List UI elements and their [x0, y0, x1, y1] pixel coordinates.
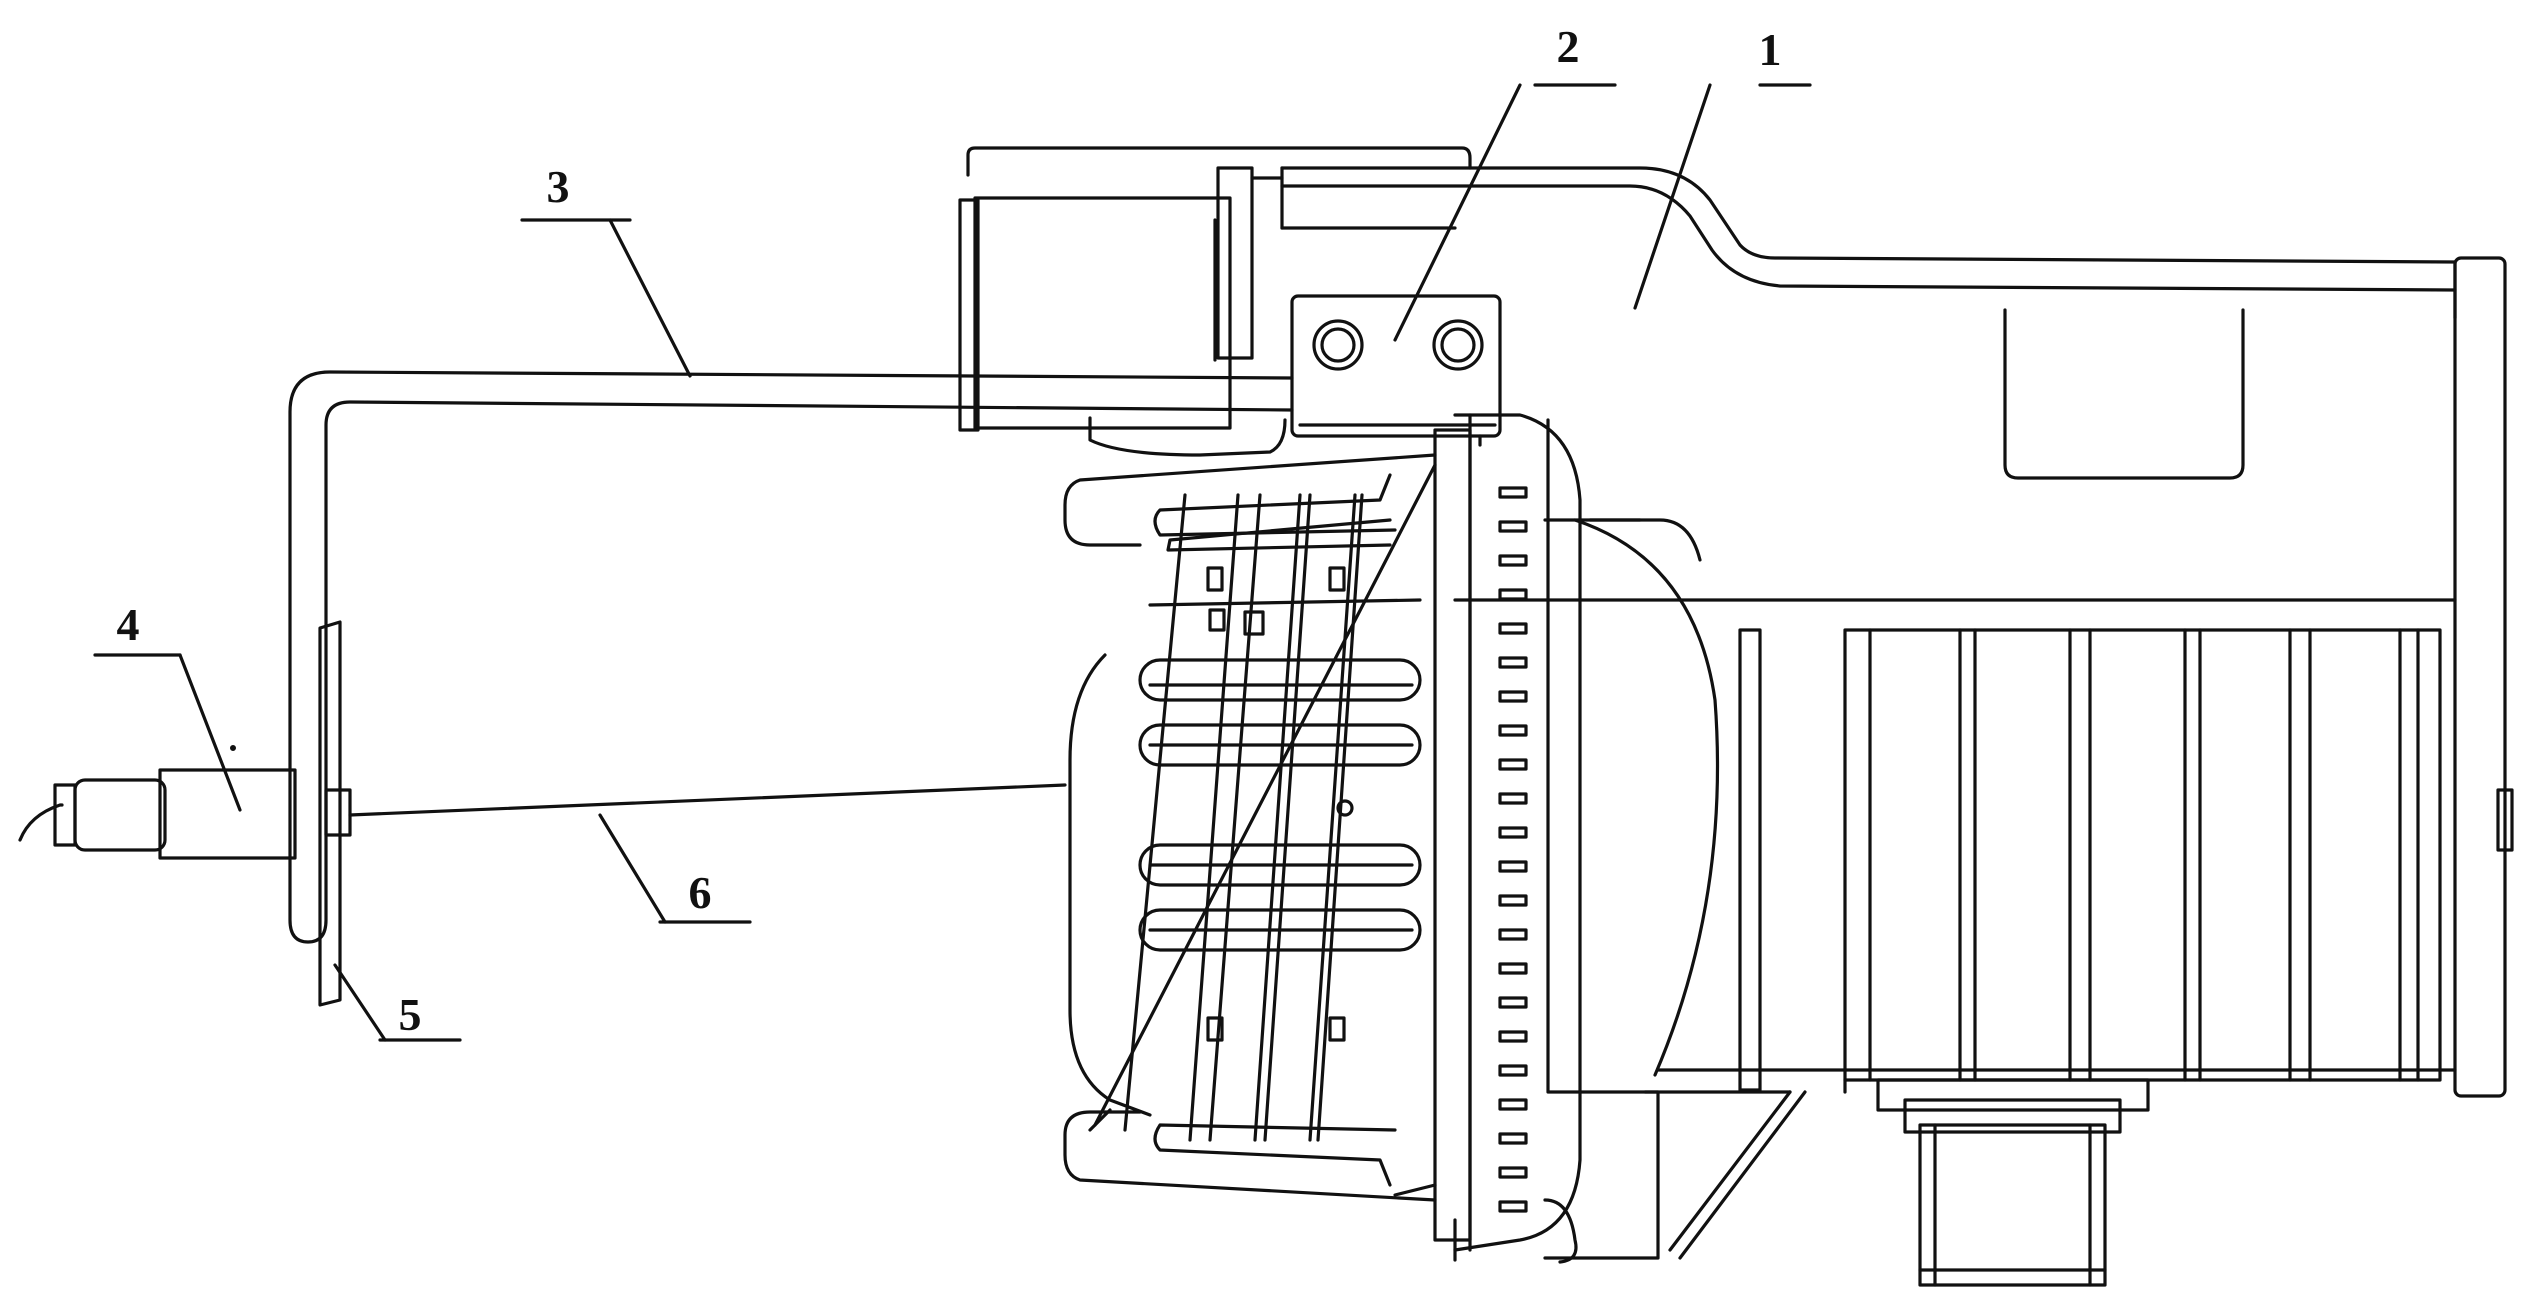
disc-tooth: [1500, 760, 1526, 769]
disc-tooth: [1500, 726, 1526, 735]
disc-tooth: [1500, 998, 1526, 1007]
sensor-assembly: [20, 622, 1065, 1005]
disc-tooth: [1500, 692, 1526, 701]
disc-teeth: [1500, 488, 1526, 1211]
disc-tooth: [1500, 1032, 1526, 1041]
disc-tooth: [1500, 896, 1526, 905]
disc-tooth: [1500, 930, 1526, 939]
callout-3: 3: [547, 161, 570, 212]
callout-labels: 1 2 3 4 5 6: [117, 21, 1782, 1040]
callout-leaders: [95, 85, 1810, 1040]
disc-tooth: [1500, 1202, 1526, 1211]
callout-5: 5: [399, 989, 422, 1040]
callout-4: 4: [117, 599, 140, 650]
heat-sink-fins: [1740, 630, 2440, 1092]
disc-tooth: [1500, 862, 1526, 871]
callout-2: 2: [1557, 21, 1580, 72]
spring-cage: [1065, 455, 1435, 1200]
disc-tooth: [1500, 624, 1526, 633]
disc-tooth: [1500, 488, 1526, 497]
disc-tooth: [1500, 1100, 1526, 1109]
geared-flange-disc: [1435, 415, 1580, 1262]
disc-tooth: [1500, 964, 1526, 973]
disc-tooth: [1500, 522, 1526, 531]
disc-tooth: [1500, 556, 1526, 565]
disc-tooth: [1500, 658, 1526, 667]
disc-tooth: [1500, 590, 1526, 599]
callout-6: 6: [689, 867, 712, 918]
disc-tooth: [1500, 828, 1526, 837]
disc-tooth: [1500, 1066, 1526, 1075]
callout-1: 1: [1759, 24, 1782, 75]
disc-tooth: [1500, 794, 1526, 803]
disc-tooth: [1500, 1134, 1526, 1143]
disc-tooth: [1500, 1168, 1526, 1177]
bottom-motor-cylinder: [1878, 1080, 2148, 1285]
